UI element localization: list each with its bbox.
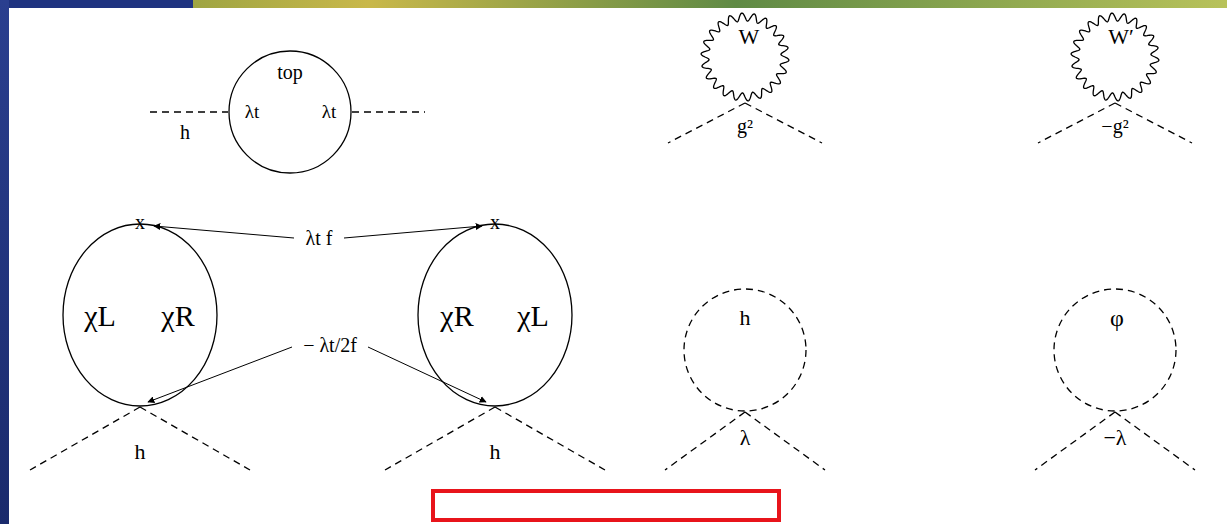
top-strip: [0, 0, 1227, 8]
coupling-label: −g²: [1101, 115, 1128, 137]
particle-label: χL: [517, 299, 549, 332]
fermion-loop: χR χL: [417, 223, 573, 407]
particle-label: φ: [1110, 305, 1124, 331]
coupling-label: − λt/2f: [303, 334, 357, 356]
top-band: [0, 0, 193, 8]
coupling-label: g²: [737, 115, 753, 137]
solid-loop: [418, 224, 572, 406]
wavy-line: [1071, 13, 1159, 101]
coupling-label: λ: [740, 426, 751, 450]
particle-label: W: [739, 25, 760, 49]
leader-arrows: [148, 226, 486, 402]
scalar-loop: φ: [1053, 288, 1177, 412]
coupling-label: λt: [322, 102, 337, 123]
side-band: [0, 0, 9, 524]
particle-label: χL: [84, 299, 116, 332]
solid-loop: [229, 51, 351, 173]
dashed-loop: [684, 289, 806, 411]
solid-loop: [63, 224, 217, 406]
particle-label: top: [277, 61, 303, 83]
scalar-lines: [30, 103, 1195, 470]
particle-label: χR: [440, 299, 473, 332]
highlight-box: [433, 491, 779, 520]
field-label: h: [490, 440, 501, 464]
field-label: h: [180, 121, 190, 143]
gauge-loop: W: [701, 13, 789, 101]
fermion-loop: χL χR: [62, 223, 218, 407]
coupling-label: λt f: [306, 227, 333, 249]
wavy-line: [701, 13, 789, 101]
gauge-loop: W′: [1071, 13, 1159, 101]
mass-insertion: x: [135, 211, 145, 233]
field-label: h: [135, 440, 146, 464]
particle-label: h: [740, 306, 751, 330]
particle-label: W′: [1108, 25, 1134, 49]
mass-insertion: x: [490, 211, 500, 233]
coupling-label: λt: [245, 102, 260, 123]
scalar-loop: h: [683, 288, 807, 412]
coupling-label: −λ: [1103, 426, 1126, 450]
particle-label: χR: [161, 299, 194, 332]
dashed-loop: [1054, 289, 1176, 411]
